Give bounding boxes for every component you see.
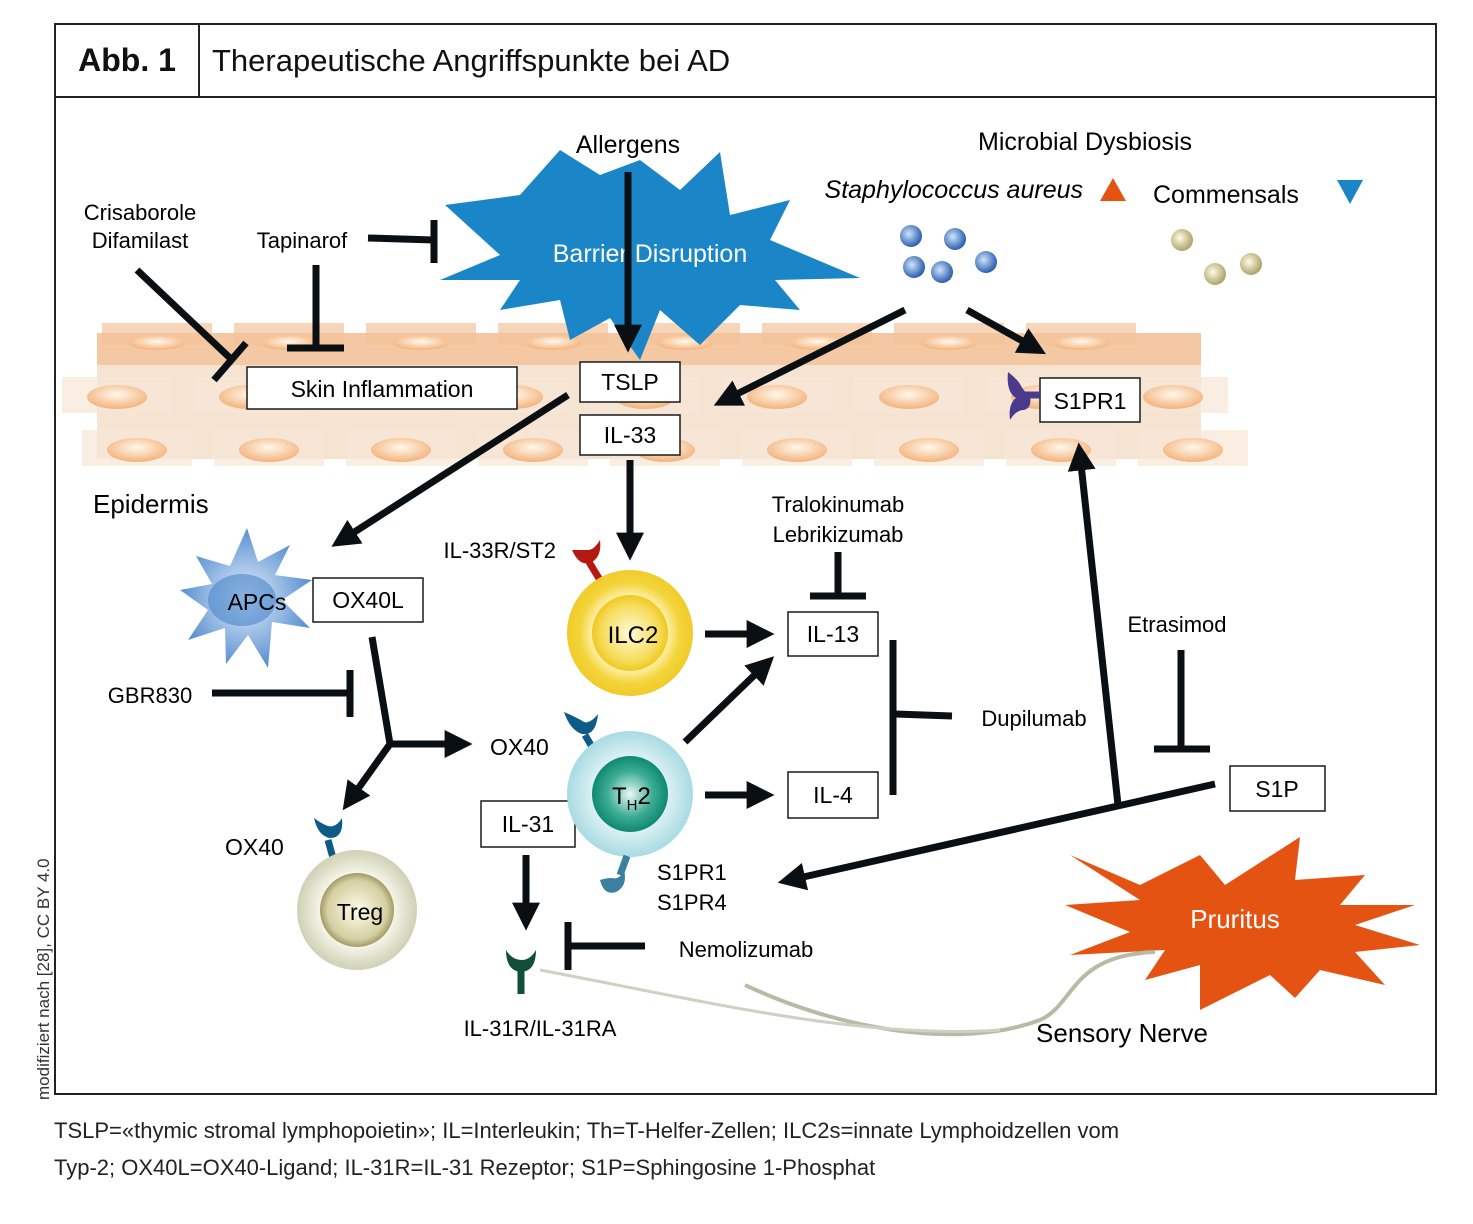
skin-cell-nucleus: [899, 438, 959, 462]
skin-cell-nucleus: [503, 438, 563, 462]
skin-cell-nucleus: [525, 336, 581, 350]
ox40l-label: OX40L: [332, 587, 404, 613]
pruritus-label: Pruritus: [1190, 904, 1280, 934]
il31-label: IL-31: [502, 811, 554, 837]
etrasimod-label: Etrasimod: [1127, 612, 1226, 637]
skin-cell-nucleus: [921, 336, 977, 350]
crisaborole-label: Crisaborole: [84, 200, 197, 225]
barrier-disruption-star: [440, 150, 860, 360]
skin-cell-nucleus: [239, 438, 299, 462]
figure-title: Therapeutische Angriffspunkte bei AD: [212, 42, 731, 78]
figure-header: Abb. 1 Therapeutische Angriffspunkte bei…: [54, 23, 1437, 98]
up-triangle-icon: [1100, 178, 1126, 201]
skin-cell-nucleus: [1053, 336, 1109, 350]
pruritus-star: [1065, 837, 1420, 1010]
skin-cell-nucleus: [767, 438, 827, 462]
il13-box: [787, 611, 879, 657]
tralokinumab-label: Tralokinumab: [772, 492, 904, 517]
staph-label: Staphylococcus aureus: [825, 176, 1083, 204]
skin-inflammation-label: Skin Inflammation: [291, 376, 474, 402]
skin-cell-nucleus: [371, 438, 431, 462]
apcs-label: APCs: [228, 589, 287, 615]
s1pr1-label: S1PR1: [657, 860, 727, 885]
allergens-label: Allergens: [576, 131, 680, 159]
s1pr-receptor-icon: [600, 854, 631, 893]
il13-label: IL-13: [807, 621, 859, 647]
il33-label: IL-33: [604, 422, 656, 448]
commensals-label: Commensals: [1153, 181, 1299, 209]
tslp-box: [579, 361, 681, 403]
pathway-connectors: [134, 172, 1216, 970]
ilc2-label: ILC2: [608, 622, 659, 649]
skin-cell-nucleus: [747, 385, 807, 409]
skin-cell-nucleus: [1143, 385, 1203, 409]
down-triangle-icon: [1337, 180, 1363, 204]
tapinarof-label: Tapinarof: [257, 228, 348, 253]
ox40-th2-label: OX40: [490, 734, 549, 760]
ox40-treg-label: OX40: [225, 834, 284, 860]
skin-cell-nucleus: [1163, 438, 1223, 462]
il4-label: IL-4: [813, 782, 853, 808]
il31r-receptor-icon: [506, 950, 536, 994]
th2-label: TH2: [612, 783, 651, 814]
sensory-nerve-label: Sensory Nerve: [1036, 1018, 1208, 1048]
commensal-bacteria: [1171, 229, 1262, 285]
skin-cell-nucleus: [879, 385, 939, 409]
skin-cell-nucleus: [393, 336, 449, 350]
s1p-label: S1P: [1255, 776, 1298, 802]
nemolizumab-label: Nemolizumab: [679, 937, 814, 962]
il33-box: [579, 414, 681, 456]
license-note: modifiziert nach [28], CC BY 4.0: [34, 858, 53, 1100]
s1p-box: [1229, 765, 1326, 812]
epidermis-label: Epidermis: [93, 489, 209, 519]
s1pr1-box: [1039, 377, 1141, 423]
footnote-line-2: Typ-2; OX40L=OX40-Ligand; IL-31R=IL-31 R…: [54, 1155, 876, 1180]
skin-cell-nucleus: [129, 336, 185, 350]
ox40-treg-receptor-icon: [314, 818, 343, 859]
sensory-nerve: [744, 950, 1156, 1037]
footnote: TSLP=«thymic stromal lymphopoietin»; IL=…: [54, 1112, 1454, 1186]
s1pr4-label: S1PR4: [657, 890, 727, 915]
skin-inflammation-box: [246, 366, 518, 410]
gbr830-label: GBR830: [108, 683, 192, 708]
s1pr1-receptor-icon: [1007, 372, 1040, 420]
skin-cell-nucleus: [87, 385, 147, 409]
il33r-label: IL-33R/ST2: [444, 538, 557, 563]
figure-label: Abb. 1: [56, 25, 200, 96]
il33r-receptor-icon: [572, 540, 603, 582]
difamilast-label: Difamilast: [92, 228, 189, 253]
lebrikizumab-label: Lebrikizumab: [773, 522, 904, 547]
microbial-dysbiosis-label: Microbial Dysbiosis: [978, 128, 1192, 156]
ox40l-box: [312, 577, 424, 623]
dupilumab-label: Dupilumab: [981, 706, 1086, 731]
s1pr1-top-label: S1PR1: [1054, 388, 1127, 414]
il4-box: [787, 771, 879, 819]
treg-label: Treg: [337, 899, 383, 925]
footnote-line-1: TSLP=«thymic stromal lymphopoietin»; IL=…: [54, 1118, 1120, 1143]
tslp-label: TSLP: [601, 369, 659, 395]
staph-bacteria: [900, 225, 997, 283]
skin-cell-nucleus: [107, 438, 167, 462]
il31r-label: IL-31R/IL-31RA: [464, 1016, 617, 1041]
barrier-disruption-label: Barrier Disruption: [553, 240, 748, 268]
